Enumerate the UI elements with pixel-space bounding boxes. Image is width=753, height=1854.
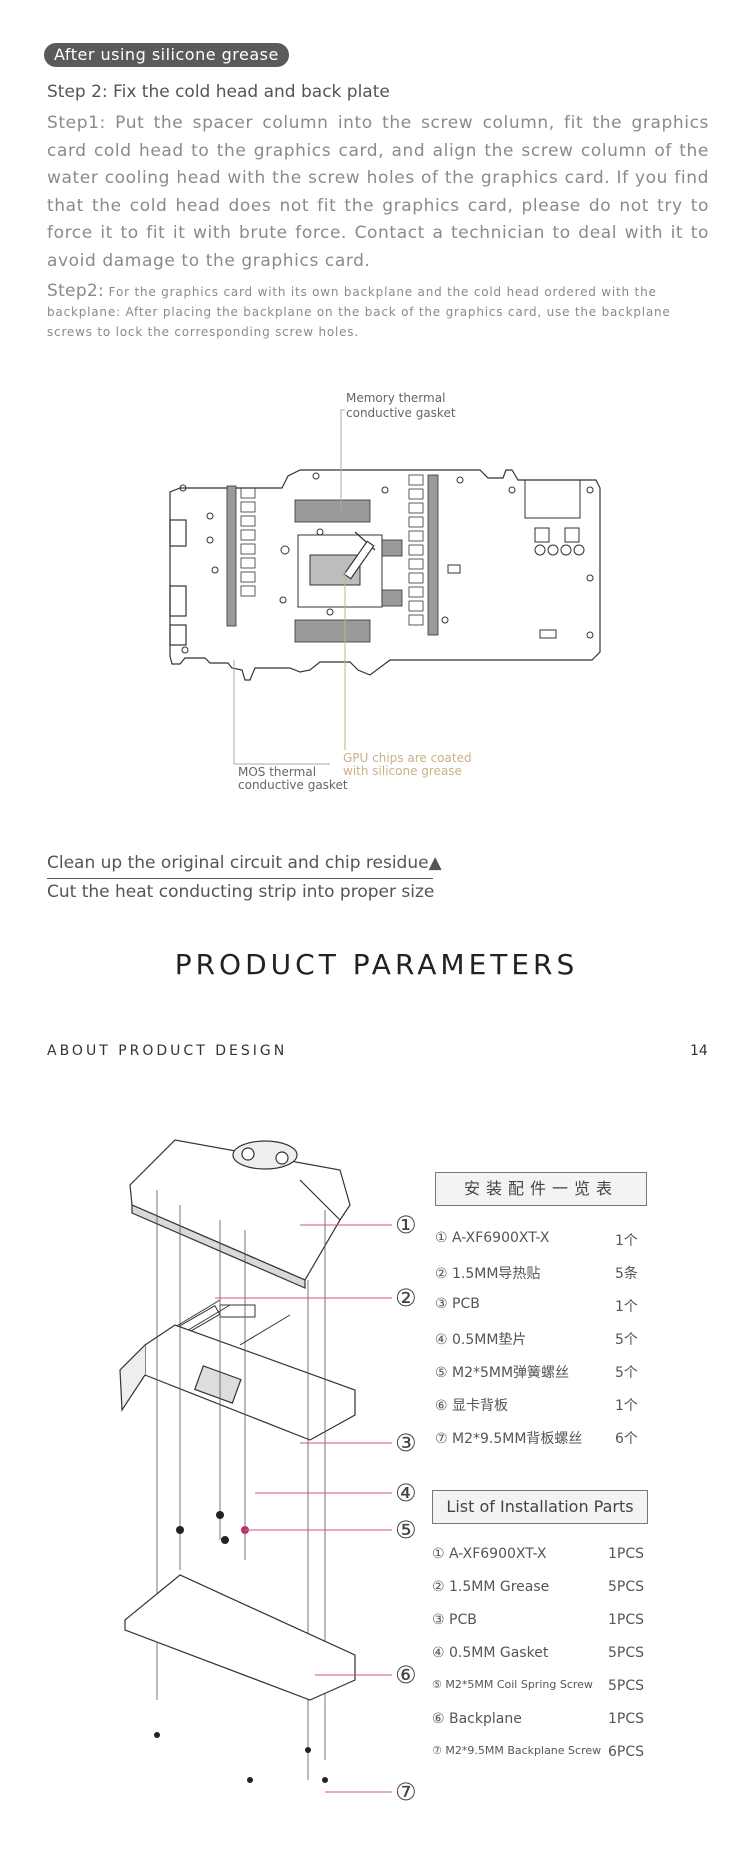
- callout-lines: [215, 1224, 392, 1793]
- vrm-strips: [226, 474, 439, 643]
- list-item-qty: 5个: [615, 1365, 638, 1381]
- list-item-qty: 5PCS: [608, 1645, 645, 1661]
- step-heading: Step 2: Fix the cold head and back plate: [47, 82, 390, 102]
- list-item: ① A-XF6900XT-X: [435, 1230, 550, 1246]
- exploded-assembly-diagram: ① ② ③ ④ ⑤ ⑥ ⑦: [119, 1139, 417, 1806]
- pcb-board: [119, 1324, 356, 1441]
- side-memory: [381, 539, 403, 607]
- mos-label-line2: conductive gasket: [238, 778, 348, 792]
- screw-icons: [154, 1511, 328, 1783]
- list-item: ③ PCB: [432, 1612, 477, 1628]
- list-item: ② 1.5MM导热贴: [435, 1266, 541, 1282]
- list-item-qty: 1PCS: [608, 1612, 645, 1628]
- callout-4: ④: [395, 1479, 417, 1507]
- mounting-holes: [179, 472, 594, 654]
- backplane: [124, 1574, 356, 1701]
- callout-3: ③: [395, 1429, 417, 1457]
- list-item: ⑤ M2*5MM Coil Spring Screw: [432, 1678, 593, 1691]
- list-item-qty: 5条: [615, 1266, 638, 1282]
- step1-paragraph: Step1: Put the spacer column into the sc…: [47, 113, 709, 271]
- board-outline: [169, 469, 601, 681]
- list-item-qty: 5PCS: [608, 1678, 645, 1694]
- gpu-board-diagram: Memory thermal conductive gasket GPU chi…: [169, 391, 601, 792]
- list-item: ① A-XF6900XT-X: [432, 1546, 547, 1562]
- parts-cn-list: ① A-XF6900XT-X 1个 ② 1.5MM导热贴 5条 ③ PCB 1个…: [435, 1230, 735, 1460]
- gpu-label-line1: GPU chips are coated: [343, 751, 472, 765]
- callout-2: ②: [395, 1284, 417, 1312]
- callout-6: ⑥: [395, 1661, 417, 1689]
- callout-1: ①: [395, 1211, 417, 1239]
- memory-leader-line: [340, 409, 345, 510]
- list-item-qty: 1个: [615, 1299, 638, 1315]
- list-item-qty: 6PCS: [608, 1744, 645, 1760]
- memory-label-line1: Memory thermal: [346, 391, 445, 405]
- section-title: PRODUCT PARAMETERS: [174, 948, 579, 981]
- list-item-qty: 1PCS: [608, 1711, 645, 1727]
- instruction-divider: [47, 878, 433, 879]
- list-item: ⑤ M2*5MM弹簧螺丝: [435, 1365, 570, 1381]
- list-item: ③ PCB: [435, 1296, 480, 1312]
- parts-en-title: List of Installation Parts: [432, 1490, 648, 1524]
- list-item-qty: 1个: [615, 1233, 638, 1249]
- about-heading: ABOUT PRODUCT DESIGN: [47, 1043, 288, 1059]
- list-item: ④ 0.5MM Gasket: [432, 1645, 549, 1661]
- callout-7: ⑦: [395, 1778, 417, 1806]
- gpu-label-line2: with silicone grease: [343, 764, 462, 778]
- list-item: ⑦ M2*9.5MM Backplane Screw: [432, 1744, 602, 1757]
- section-pill: After using silicone grease: [44, 43, 289, 67]
- list-item-qty: 5PCS: [608, 1579, 645, 1595]
- step2-lead: Step2:: [47, 281, 105, 301]
- list-item-qty: 1个: [615, 1398, 638, 1414]
- parts-en-list: ① A-XF6900XT-X 1PCS ② 1.5MM Grease 5PCS …: [432, 1546, 732, 1776]
- parts-cn-title: 安装配件一览表: [435, 1172, 647, 1206]
- cut-instruction: Cut the heat conducting strip into prope…: [47, 882, 435, 902]
- memory-label-line2: conductive gasket: [346, 406, 456, 420]
- clean-instruction: Clean up the original circuit and chip r…: [47, 853, 442, 873]
- list-item: ④ 0.5MM垫片: [435, 1332, 527, 1348]
- list-item: ⑥ Backplane: [432, 1711, 522, 1727]
- grease-syringe-icon: [343, 531, 376, 580]
- step2-paragraph: Step2: For the graphics card with its ow…: [47, 281, 709, 342]
- list-item: ⑥ 显卡背板: [435, 1398, 509, 1414]
- callout-5: ⑤: [395, 1516, 417, 1544]
- vrm-chips: [240, 474, 424, 626]
- mos-leader-line: [233, 660, 330, 765]
- cold-head: [129, 1139, 351, 1289]
- step2-text: For the graphics card with its own backp…: [47, 285, 671, 339]
- list-item-qty: 1PCS: [608, 1546, 645, 1562]
- io-connectors: [447, 479, 585, 639]
- list-item: ⑦ M2*9.5MM背板螺丝: [435, 1431, 583, 1447]
- list-item: ② 1.5MM Grease: [432, 1579, 550, 1595]
- list-item-qty: 5个: [615, 1332, 638, 1348]
- page-number: 14: [690, 1043, 708, 1059]
- list-item-qty: 6个: [615, 1431, 638, 1447]
- mos-label-line1: MOS thermal: [238, 765, 316, 779]
